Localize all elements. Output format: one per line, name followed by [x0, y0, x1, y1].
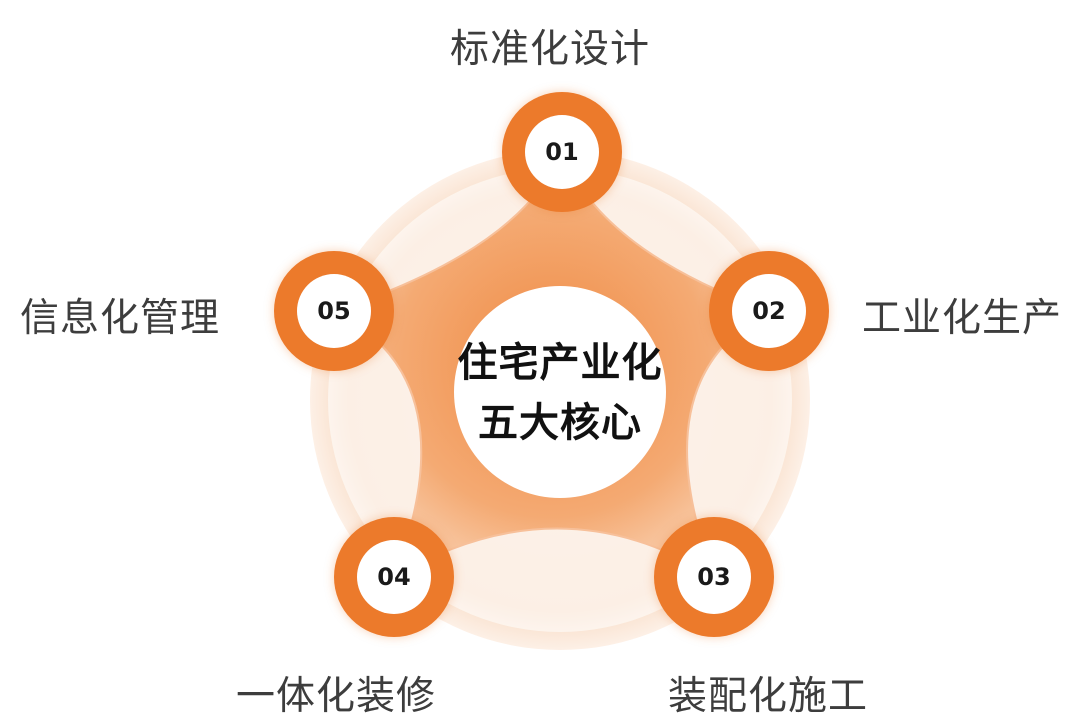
node-number-05: 05 — [297, 274, 371, 348]
center-title-line1: 住宅产业化 — [457, 340, 663, 386]
node-label-02: 工业化生产 — [862, 296, 1063, 341]
node-02: 02 — [709, 251, 829, 371]
node-label-04: 一体化装修 — [236, 674, 437, 719]
node-label-01: 标准化设计 — [450, 27, 651, 72]
node-05: 05 — [274, 251, 394, 371]
node-label-03: 装配化施工 — [668, 674, 869, 719]
node-number-04: 04 — [357, 540, 431, 614]
node-03: 03 — [654, 517, 774, 637]
center-title-line2: 五大核心 — [478, 400, 642, 446]
center-circle — [454, 286, 666, 498]
node-label-05: 信息化管理 — [20, 296, 221, 341]
node-04: 04 — [334, 517, 454, 637]
node-number-02: 02 — [732, 274, 806, 348]
node-number-01: 01 — [525, 115, 599, 189]
node-01: 01 — [502, 92, 622, 212]
node-number-03: 03 — [677, 540, 751, 614]
